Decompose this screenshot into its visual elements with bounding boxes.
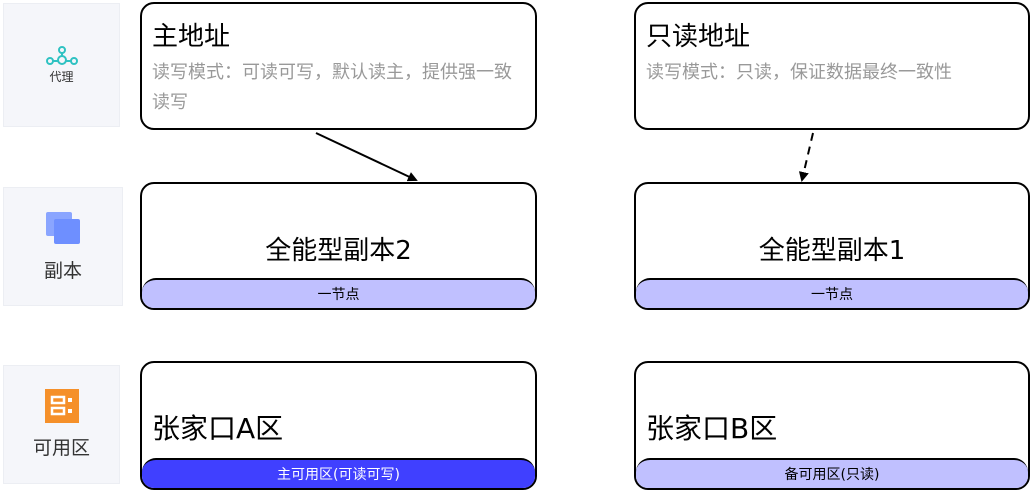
- primary-address-title: 主地址: [152, 22, 231, 52]
- readonly-address-box: 只读地址 读写模式：只读，保证数据最终一致性: [634, 2, 1030, 130]
- readonly-address-title: 只读地址: [646, 22, 751, 52]
- replica-1-title: 全能型副本1: [758, 236, 906, 266]
- zone-a-band: 主可用区(可读可写): [142, 458, 535, 488]
- zone-label: 可用区: [32, 437, 90, 459]
- proxy-tile: 代理: [3, 3, 120, 127]
- replica-2-band: 一节点: [142, 278, 535, 308]
- primary-to-replica-arrow: [315, 132, 418, 182]
- replica-1-band: 一节点: [636, 278, 1028, 308]
- replica-1-box: 全能型副本1 一节点: [634, 182, 1030, 310]
- replica-label: 副本: [43, 260, 82, 282]
- zone-icon: [44, 389, 79, 423]
- readonly-address-desc: 读写模式：只读，保证数据最终一致性: [646, 62, 952, 83]
- proxy-label: 代理: [49, 69, 74, 84]
- zone-a-title: 张家口A区: [152, 412, 284, 445]
- proxy-icon: [45, 45, 78, 65]
- replica-2-box: 全能型副本2 一节点: [140, 182, 537, 310]
- replica-tile: 副本: [3, 187, 123, 306]
- zone-tile: 可用区: [3, 365, 120, 484]
- zone-b-box: 张家口B区 备可用区(只读): [634, 361, 1030, 490]
- zone-a-box: 张家口A区 主可用区(可读可写): [140, 361, 537, 490]
- readonly-to-replica-arrow: [798, 132, 814, 182]
- replica-2-title: 全能型副本2: [265, 236, 412, 266]
- primary-address-box: 主地址 读写模式：可读可写，默认读主，提供强一致读写: [140, 2, 537, 130]
- zone-b-title: 张家口B区: [646, 412, 778, 445]
- zone-b-band: 备可用区(只读): [636, 458, 1028, 488]
- replica-icon: [46, 212, 80, 244]
- primary-address-desc: 读写模式：可读可写，默认读主，提供强一致读写: [152, 62, 512, 113]
